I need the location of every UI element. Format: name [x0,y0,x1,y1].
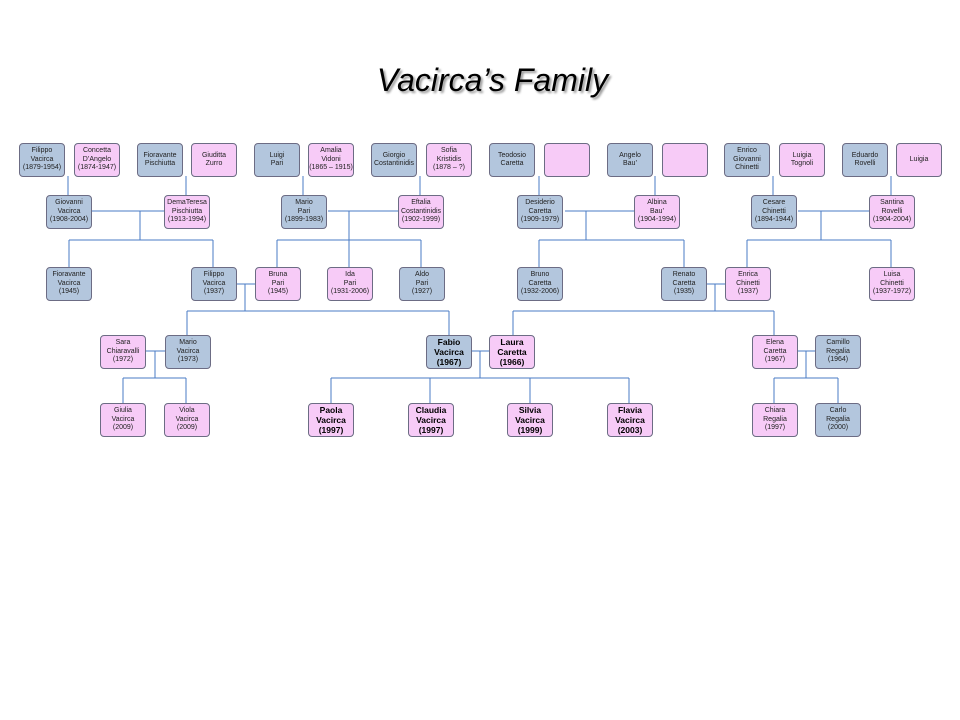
person-node-enrica: Enrica Chinetti (1937) [725,267,771,301]
person-node-claudia: Claudia Vacirca (1997) [408,403,454,437]
person-node-amalia: Amalia Vidoni (1865 – 1915) [308,143,354,177]
person-node-angelo: Angelo Bau’ [607,143,653,177]
person-node-silvia: Silvia Vacirca (1999) [507,403,553,437]
person-node-eftalia: Eftalia Costantinidis (1902-1999) [398,195,444,229]
person-node-albina: Albina Bau’ (1904-1994) [634,195,680,229]
person-node-luigi-pari: Luigi Pari [254,143,300,177]
person-node-eduardo: Eduardo Rovelli [842,143,888,177]
person-node-unknown1 [544,143,590,177]
person-node-luigia-t: Luigia Tognoli [779,143,825,177]
person-node-sofia: Sofia Kristidis (1878 – ?) [426,143,472,177]
person-node-fioravante-p: Fioravante Pischiutta [137,143,183,177]
person-node-mario-v: Mario Vacirca (1973) [165,335,211,369]
person-node-luigia: Luigia [896,143,942,177]
person-node-sara: Sara Chiaravalli (1972) [100,335,146,369]
person-node-paola: Paola Vacirca (1997) [308,403,354,437]
person-node-chiara: Chiara Regalia (1997) [752,403,798,437]
person-node-bruna: Bruna Pari (1945) [255,267,301,301]
person-node-giovanni: Giovanni Vacirca (1908-2004) [46,195,92,229]
person-node-giorgio: Giorgio Costantinidis [371,143,417,177]
person-node-luisa: Luisa Chinetti (1937-1972) [869,267,915,301]
person-node-santina: Santina Rovelli (1904-2004) [869,195,915,229]
person-node-bruno: Bruno Caretta (1932-2006) [517,267,563,301]
person-node-aldo: Aldo Pari (1927) [399,267,445,301]
person-node-elena: Elena Caretta (1967) [752,335,798,369]
person-node-enrico: Enrico Giovanni Chinetti [724,143,770,177]
person-node-mario-pari: Mario Pari (1899-1983) [281,195,327,229]
person-node-fioravante-v: Fioravante Vacirca (1945) [46,267,92,301]
person-node-giuditta: Giuditta Zurro [191,143,237,177]
person-node-teodosio: Teodosio Caretta [489,143,535,177]
person-node-camillo: Camillo Regalia (1964) [815,335,861,369]
person-node-renato: Renato Caretta (1935) [661,267,707,301]
person-node-desiderio: Desiderio Caretta (1909-1979) [517,195,563,229]
person-node-concetta: Concetta D’Angelo (1874-1947) [74,143,120,177]
person-node-filippo: Filippo Vacirca (1937) [191,267,237,301]
person-node-carlo: Carlo Regalia (2000) [815,403,861,437]
person-node-giulia: Giulia Vacirca (2009) [100,403,146,437]
person-node-filippo-sr: Filippo Vacirca (1879-1954) [19,143,65,177]
person-node-unknown2 [662,143,708,177]
person-node-laura: Laura Caretta (1966) [489,335,535,369]
person-node-fabio: Fabio Vacirca (1967) [426,335,472,369]
person-node-dematheresa: DemaTeresa Pischiutta (1913-1994) [164,195,210,229]
person-node-flavia: Flavia Vacirca (2003) [607,403,653,437]
person-node-cesare: Cesare Chinetti (1894-1944) [751,195,797,229]
page-title: Vacirca’s Family [376,62,609,98]
person-node-ida: Ida Pari (1931-2006) [327,267,373,301]
person-node-viola: Viola Vacirca (2009) [164,403,210,437]
